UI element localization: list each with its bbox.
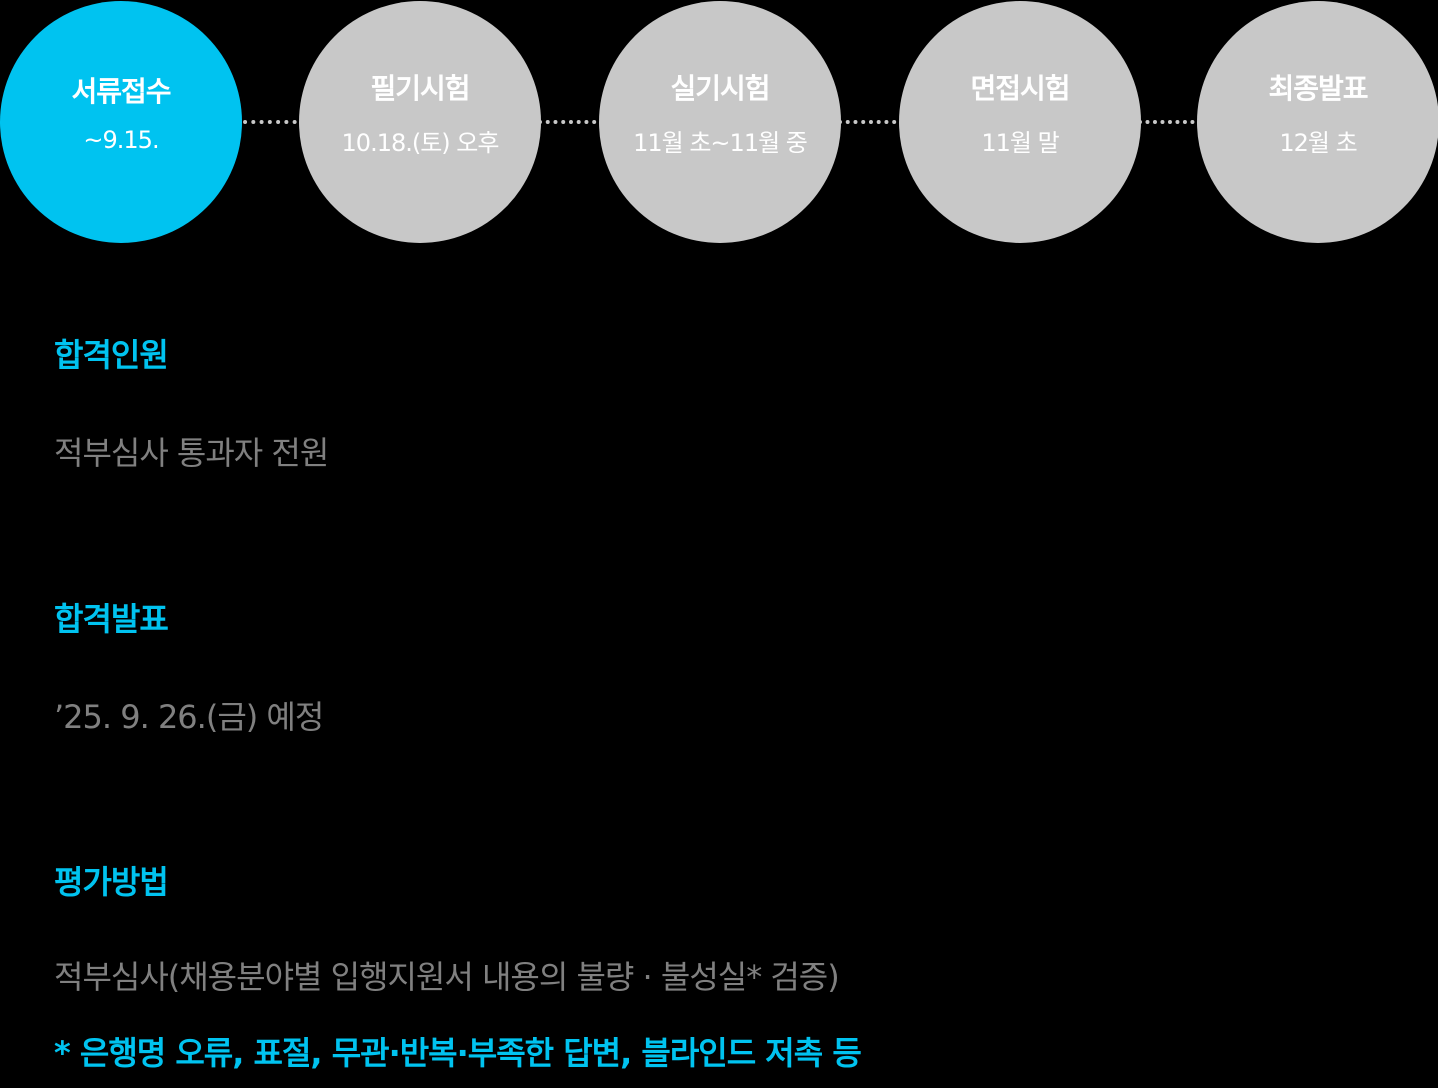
step-title: 실기시험	[670, 71, 770, 105]
section-passers: 합격인원	[54, 330, 169, 376]
step-title: 서류접수	[71, 75, 171, 108]
recruitment-timeline: 서류접수 ~9.15. 필기시험 10.18.(토) 오후 실기시험 11월 초…	[0, 0, 1438, 245]
section-evaluation: 평가방법	[54, 857, 169, 903]
section-passers-body: 적부심사 통과자 전원	[54, 428, 329, 474]
footnote: * 은행명 오류, 표절, 무관·반복·부족한 답변, 블라인드 저촉 등	[54, 1034, 862, 1072]
section-announcement: 합격발표	[54, 594, 169, 640]
section-evaluation-note: * 은행명 오류, 표절, 무관·반복·부족한 답변, 블라인드 저촉 등	[54, 1028, 862, 1074]
section-body: ’25. 9. 26.(금) 예정	[54, 698, 324, 736]
section-heading: 합격인원	[54, 336, 169, 374]
step-date: 10.18.(토) 오후	[341, 128, 500, 157]
timeline-step-written-exam: 필기시험 10.18.(토) 오후	[299, 1, 541, 243]
step-date: 11월 초~11월 중	[633, 128, 808, 157]
section-heading: 합격발표	[54, 600, 169, 638]
timeline-step-interview: 면접시험 11월 말	[899, 1, 1141, 243]
section-announcement-body: ’25. 9. 26.(금) 예정	[54, 692, 324, 738]
timeline-connector	[1138, 120, 1202, 124]
step-date: 12월 초	[1279, 128, 1357, 157]
step-date: 11월 말	[981, 128, 1059, 157]
step-title: 최종발표	[1268, 71, 1368, 105]
timeline-step-practical-exam: 실기시험 11월 초~11월 중	[599, 1, 841, 243]
section-body: 적부심사(채용분야별 입행지원서 내용의 불량 · 불성실* 검증)	[54, 958, 840, 996]
timeline-connector	[838, 120, 904, 124]
timeline-connector	[538, 120, 604, 124]
section-body: 적부심사 통과자 전원	[54, 434, 329, 472]
timeline-connector	[210, 120, 305, 124]
section-evaluation-body: 적부심사(채용분야별 입행지원서 내용의 불량 · 불성실* 검증)	[54, 952, 840, 998]
timeline-step-document-submission: 서류접수 ~9.15.	[0, 1, 242, 243]
section-heading: 평가방법	[54, 863, 169, 901]
step-title: 필기시험	[370, 71, 470, 105]
step-date: ~9.15.	[83, 126, 159, 154]
step-title: 면접시험	[970, 71, 1070, 105]
timeline-step-final-announcement: 최종발표 12월 초	[1197, 1, 1438, 243]
